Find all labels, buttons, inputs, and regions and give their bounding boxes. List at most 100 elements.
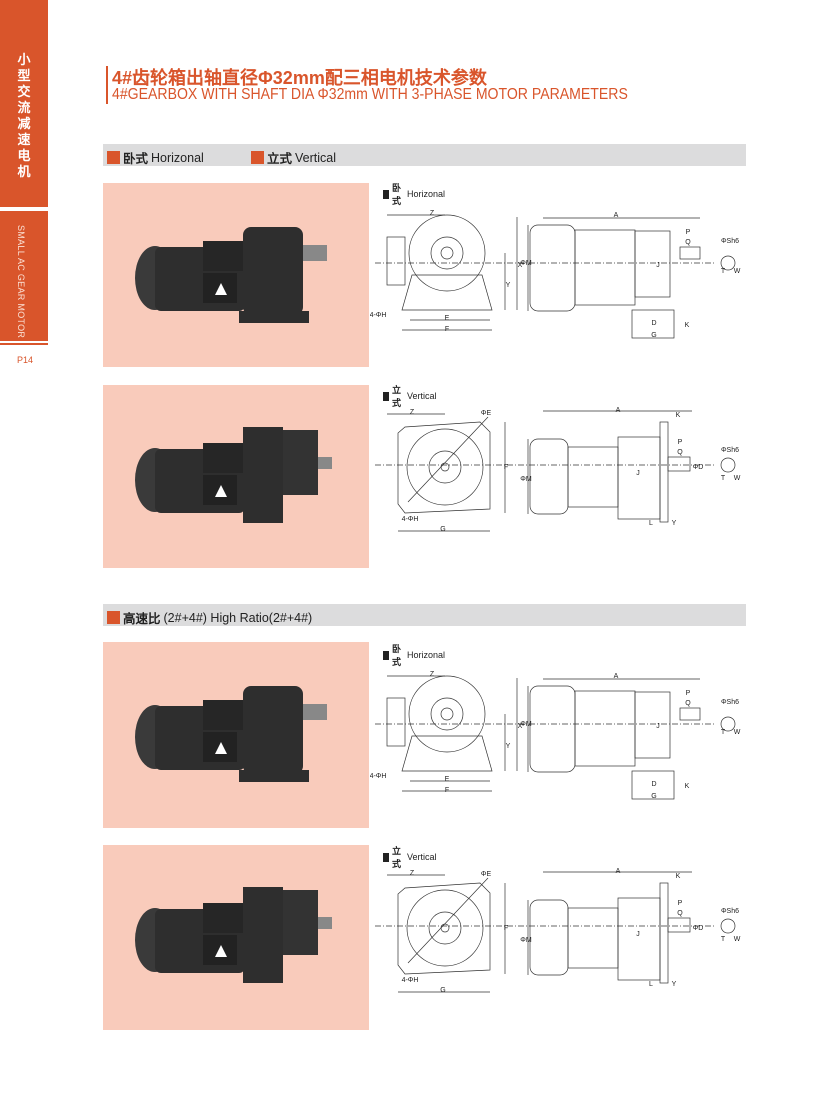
sidebar-category-block: [0, 0, 48, 207]
dimension-label-a: A: [614, 212, 619, 219]
section-label-en: (2#+4#) High Ratio(2#+4#): [163, 610, 313, 625]
black-square-icon: [383, 189, 389, 199]
dimension-label-q: Q: [677, 910, 683, 917]
dimension-label-q: Q: [685, 700, 691, 707]
drawing-title-en: Vertical: [407, 852, 437, 862]
drawing-title-en: Horizonal: [407, 650, 446, 660]
dimension-label-z: Z: [410, 409, 415, 416]
dimension-label-t: T: [721, 268, 726, 275]
dimension-label-j: J: [636, 470, 640, 477]
section-item-vertical: 立式 Vertical: [251, 148, 336, 167]
dimension-label-e: E: [445, 315, 450, 322]
dimension-label-f: F: [445, 326, 449, 333]
dimension-label-y: Y: [672, 520, 677, 527]
section-label-en: Horizonal: [151, 150, 204, 165]
drawing-title-cn: 卧式: [392, 183, 402, 206]
dimension-label-p: P: [686, 229, 691, 236]
sidebar-divider: [0, 343, 48, 345]
dimension-label-q: Q: [677, 449, 683, 456]
orange-square-icon: [251, 151, 264, 164]
dimension-label-h: 4-ΦH: [370, 773, 386, 780]
dimension-label-z: Z: [430, 210, 435, 217]
dimension-label-s: ΦSh6: [721, 238, 739, 245]
dimension-label-e: ΦE: [481, 871, 492, 878]
product-photo-horizontal: [103, 183, 369, 367]
black-square-icon: [383, 852, 389, 862]
section-item-high-ratio: 高速比 (2#+4#) High Ratio(2#+4#): [107, 608, 312, 627]
dimension-label-g: G: [440, 987, 445, 994]
dimension-label-f: F: [504, 464, 508, 471]
gear-motor-image: [135, 427, 332, 523]
drawing-title: 立式 Vertical: [383, 383, 437, 409]
section-label-cn: 卧式: [123, 152, 149, 166]
dimension-label-y: Y: [506, 743, 511, 750]
dimension-label-m: ΦM: [520, 260, 532, 267]
section-label-en: Vertical: [295, 150, 337, 165]
section-header-standard: 卧式 Horizonal 立式 Vertical: [103, 144, 746, 166]
dimension-label-p: P: [678, 439, 683, 446]
dimension-label-w: W: [734, 729, 741, 736]
dimension-label-s: ΦSh6: [721, 908, 739, 915]
dimension-label-p: P: [686, 690, 691, 697]
dimension-label-k: K: [685, 322, 690, 329]
dimension-label-q: Q: [685, 239, 691, 246]
dimension-label-f: F: [445, 787, 449, 794]
dimension-label-h: 4-ΦH: [402, 977, 419, 984]
drawing-title-cn: 立式: [392, 385, 402, 408]
dimension-label-m: ΦM: [520, 721, 532, 728]
drawing-title-cn: 卧式: [392, 644, 402, 667]
dimension-label-t: T: [721, 475, 726, 482]
dimension-label-a: A: [616, 407, 621, 414]
dimension-label-w: W: [734, 268, 741, 275]
dimension-label-a: A: [614, 673, 619, 680]
section-label-cn: 高速比: [123, 612, 161, 626]
gear-motor-image: [135, 887, 332, 983]
dimension-label-y: Y: [672, 981, 677, 988]
section-header-high-ratio: 高速比 (2#+4#) High Ratio(2#+4#): [103, 604, 746, 626]
gear-motor-image: [135, 227, 327, 323]
dimension-label-x: X: [518, 262, 523, 269]
dimension-label-g: G: [440, 526, 445, 533]
dimension-label-e: E: [445, 776, 450, 783]
drawing-title: 卧式 Horizonal: [383, 642, 445, 668]
dimension-label-l: L: [649, 520, 653, 527]
dimension-label-j: J: [636, 931, 640, 938]
dimension-label-a: A: [616, 868, 621, 875]
dimension-label-g: G: [651, 332, 656, 339]
dimension-label-p: P: [678, 900, 683, 907]
section-label-cn: 立式: [267, 152, 293, 166]
black-square-icon: [383, 650, 389, 660]
dimension-label-m: ΦM: [520, 476, 532, 483]
dimension-label-s: ΦSh6: [721, 447, 739, 454]
product-photo-high-ratio-horizontal: [103, 642, 369, 828]
sidebar-category-en: SMALL AC GEAR MOTOR: [16, 225, 26, 339]
dimension-label-d: D: [651, 320, 656, 327]
dimension-label-f: F: [504, 925, 508, 932]
title-accent-bar: [106, 66, 108, 104]
dimension-label-w: W: [734, 475, 741, 482]
dimension-label-k: K: [685, 783, 690, 790]
dimension-label-d: ΦD: [693, 925, 704, 932]
dimension-label-h: 4-ΦH: [370, 312, 386, 319]
dimension-label-e: ΦE: [481, 410, 492, 417]
dimension-label-z: Z: [430, 671, 435, 678]
drawing-title-cn: 立式: [392, 846, 402, 869]
page-title-en: 4#GEARBOX WITH SHAFT DIA Φ32mm WITH 3-PH…: [112, 86, 628, 103]
drawing-title: 立式 Vertical: [383, 844, 437, 870]
dimension-label-y: Y: [506, 282, 511, 289]
drawing-title-en: Vertical: [407, 391, 437, 401]
orange-square-icon: [107, 151, 120, 164]
dimension-label-t: T: [721, 729, 726, 736]
dimension-label-l: L: [649, 981, 653, 988]
page-number: P14: [17, 355, 34, 365]
product-photo-vertical: [103, 385, 369, 568]
dimension-label-x: X: [518, 723, 523, 730]
section-item-horizontal: 卧式 Horizonal: [107, 148, 204, 167]
black-square-icon: [383, 391, 389, 401]
dimension-label-h: 4-ΦH: [402, 516, 419, 523]
product-photo-high-ratio-vertical: [103, 845, 369, 1030]
dimension-label-k: K: [676, 873, 681, 880]
dimension-label-z: Z: [410, 870, 415, 877]
dimension-label-d: ΦD: [693, 464, 704, 471]
